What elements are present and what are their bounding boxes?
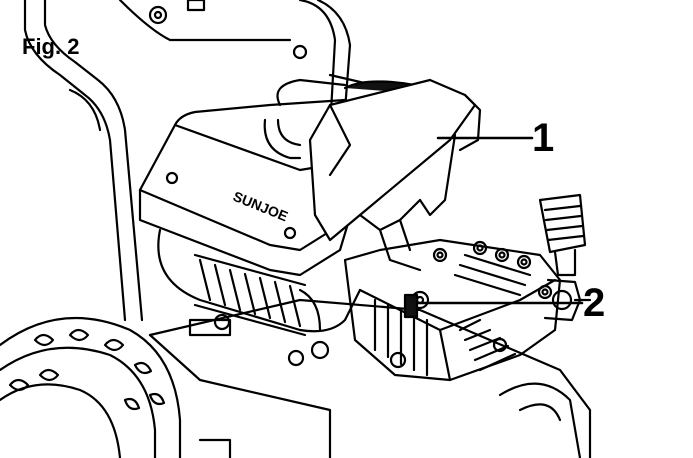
base-plate xyxy=(148,298,592,458)
cover-flap xyxy=(308,78,482,272)
callout-number-2: 2 xyxy=(583,281,606,325)
pump xyxy=(343,238,562,382)
outlet-fitting xyxy=(538,193,592,322)
callout-number-1: 1 xyxy=(532,116,555,160)
motor xyxy=(157,228,362,360)
figure-label: Fig. 2 xyxy=(22,34,80,59)
frame-handle xyxy=(23,0,352,322)
top-hardware xyxy=(148,0,308,60)
brand-logo: SUNJOE xyxy=(231,188,290,224)
leader-lines xyxy=(416,136,584,305)
wheel xyxy=(0,316,182,458)
